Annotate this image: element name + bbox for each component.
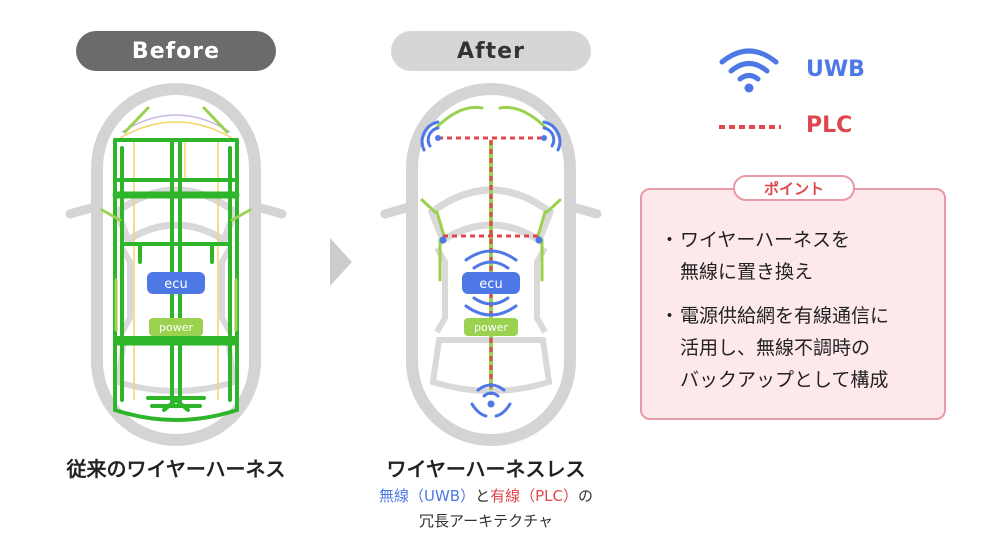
after-label: After [391, 31, 591, 71]
thin-wires [119, 114, 233, 400]
after-car: ecu power [385, 89, 597, 440]
point-item-1: ・ ワイヤーハーネスを 無線に置き換え [660, 224, 936, 288]
after-sub-plc: 有線（PLC） [490, 487, 578, 505]
after-power-label: power [474, 321, 508, 334]
uwb-waves [420, 120, 562, 418]
after-caption: ワイヤーハーネスレス [386, 457, 586, 481]
bullet: ・ [660, 305, 680, 327]
plc-lines [438, 136, 544, 395]
point-box [640, 188, 946, 420]
bullet: ・ [660, 229, 680, 251]
before-power-box [149, 318, 203, 336]
before-power-label: power [159, 321, 193, 334]
before-ecu-box [147, 272, 205, 294]
point-item-2-text: 電源供給網を有線通信に 活用し、無線不調時の バックアップとして構成 [680, 305, 890, 391]
point-item-2: ・ 電源供給網を有線通信に 活用し、無線不調時の バックアップとして構成 [660, 300, 936, 396]
point-badge: ポイント [733, 175, 855, 201]
after-ecu-box [462, 272, 520, 294]
after-sub-tail: の [578, 487, 594, 505]
point-item-1-text: ワイヤーハーネスを 無線に置き換え [680, 229, 851, 283]
after-power-box [464, 318, 518, 336]
before-car: ecu power [70, 89, 282, 440]
before-label: Before [76, 31, 276, 71]
after-ecu-label: ecu [479, 277, 502, 292]
after-sub-line2: 冗長アーキテクチャ [419, 512, 553, 530]
transition-arrow [330, 238, 352, 286]
legend-uwb-label: UWB [806, 57, 865, 82]
before-ecu-label: ecu [164, 277, 187, 292]
after-subcaption: 無線（UWB）と有線（PLC）の 冗長アーキテクチャ [336, 484, 636, 534]
legend-plc-label: PLC [806, 113, 853, 138]
before-caption: 従来のワイヤーハーネス [66, 457, 286, 481]
after-sub-uwb: 無線（UWB） [378, 487, 476, 505]
wifi-icon [719, 48, 779, 82]
after-sub-and: と [475, 487, 491, 505]
